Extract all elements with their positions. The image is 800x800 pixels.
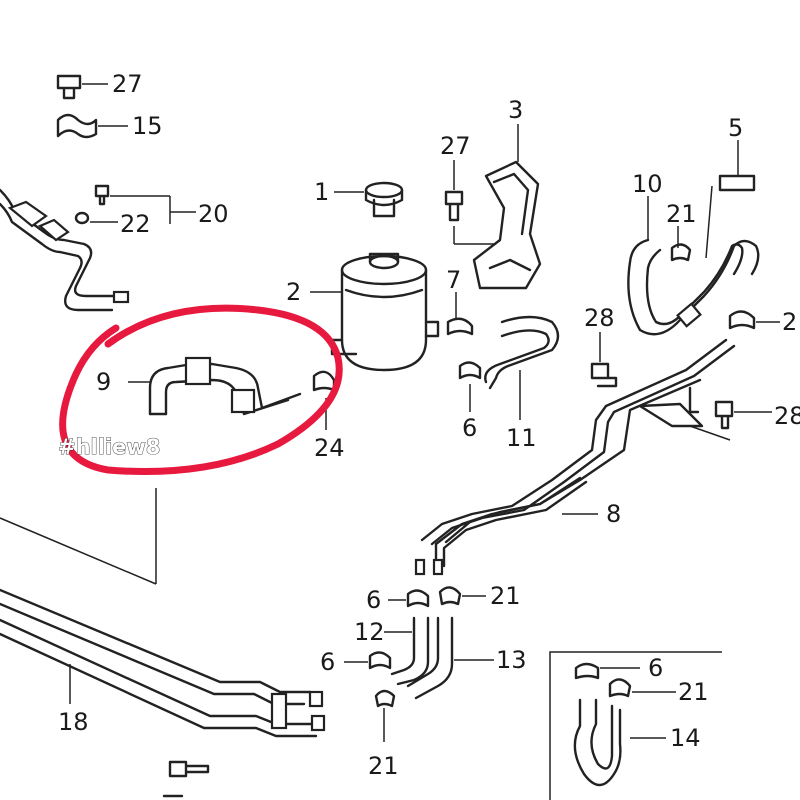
callout-2: 2 xyxy=(286,278,301,306)
callout-20: 20 xyxy=(198,200,229,228)
callout-10: 10 xyxy=(632,170,663,198)
callout-8: 8 xyxy=(606,500,621,528)
hose-13 xyxy=(406,616,494,700)
reservoir-cap-1 xyxy=(334,181,404,218)
clamp-21-top xyxy=(670,226,692,262)
callout-27: 27 xyxy=(112,70,143,98)
clamp-2-right xyxy=(728,310,780,330)
fitting-5 xyxy=(705,140,756,259)
clamp-6-inset xyxy=(574,662,640,680)
callout-7: 7 xyxy=(446,266,461,294)
bolt-20 xyxy=(94,184,196,224)
hose-10 xyxy=(627,196,760,336)
callout-11: 11 xyxy=(506,424,537,452)
callout-6-inset: 6 xyxy=(648,654,663,682)
bolt-28-right xyxy=(714,400,772,430)
hose-14 xyxy=(573,698,666,787)
rigid-lines-8 xyxy=(414,338,736,576)
clip-15 xyxy=(56,113,128,139)
bolt-28-left xyxy=(590,332,618,388)
callout-21-low: 21 xyxy=(368,752,399,780)
leader-diagonal xyxy=(0,517,157,585)
callout-3: 3 xyxy=(508,96,523,124)
callout-21-inset: 21 xyxy=(678,678,709,706)
clamp-21-inset xyxy=(608,678,676,698)
hose-11 xyxy=(484,315,560,420)
image-tag: #hlliew8 xyxy=(58,435,160,459)
callout-22: 22 xyxy=(120,210,151,238)
callout-13: 13 xyxy=(496,646,527,674)
callout-14: 14 xyxy=(670,724,701,752)
cooler-pipes-18 xyxy=(0,588,326,738)
callout-6-low: 6 xyxy=(320,648,335,676)
washer-22 xyxy=(74,211,118,225)
highlight-circle xyxy=(59,304,343,475)
clamp-6-mid xyxy=(388,589,430,608)
callout-6-mid: 6 xyxy=(366,586,381,614)
clamp-6-upper xyxy=(458,361,482,412)
clamp-21-mid xyxy=(438,586,486,606)
callout-15: 15 xyxy=(132,112,163,140)
reservoir-2 xyxy=(310,252,440,372)
callout-27-bracket: 27 xyxy=(440,132,471,160)
callout-21: 21 xyxy=(666,200,697,228)
callout-1: 1 xyxy=(314,178,329,206)
callout-18: 18 xyxy=(58,708,89,736)
inset-box xyxy=(549,651,722,800)
bolt-27-bracket xyxy=(444,160,496,245)
return-line-left xyxy=(0,188,130,312)
callout-5: 5 xyxy=(728,114,743,142)
hose-12 xyxy=(384,616,430,686)
bolt-bottom xyxy=(162,760,210,798)
bolt-27-top xyxy=(56,74,108,100)
clamp-6-low xyxy=(344,651,392,670)
clamp-21-low xyxy=(374,689,396,742)
callout-24: 24 xyxy=(314,434,345,462)
callout-9: 9 xyxy=(96,368,111,396)
callout-28: 28 xyxy=(584,304,615,332)
clamp-7 xyxy=(446,292,474,336)
callout-28-right: 28 xyxy=(774,402,800,430)
callout-2-right: 2 xyxy=(782,308,797,336)
hose-9 xyxy=(128,356,302,416)
callout-21-mid: 21 xyxy=(490,582,521,610)
callout-6: 6 xyxy=(462,414,477,442)
callout-12: 12 xyxy=(354,618,385,646)
bracket-3 xyxy=(472,124,542,290)
